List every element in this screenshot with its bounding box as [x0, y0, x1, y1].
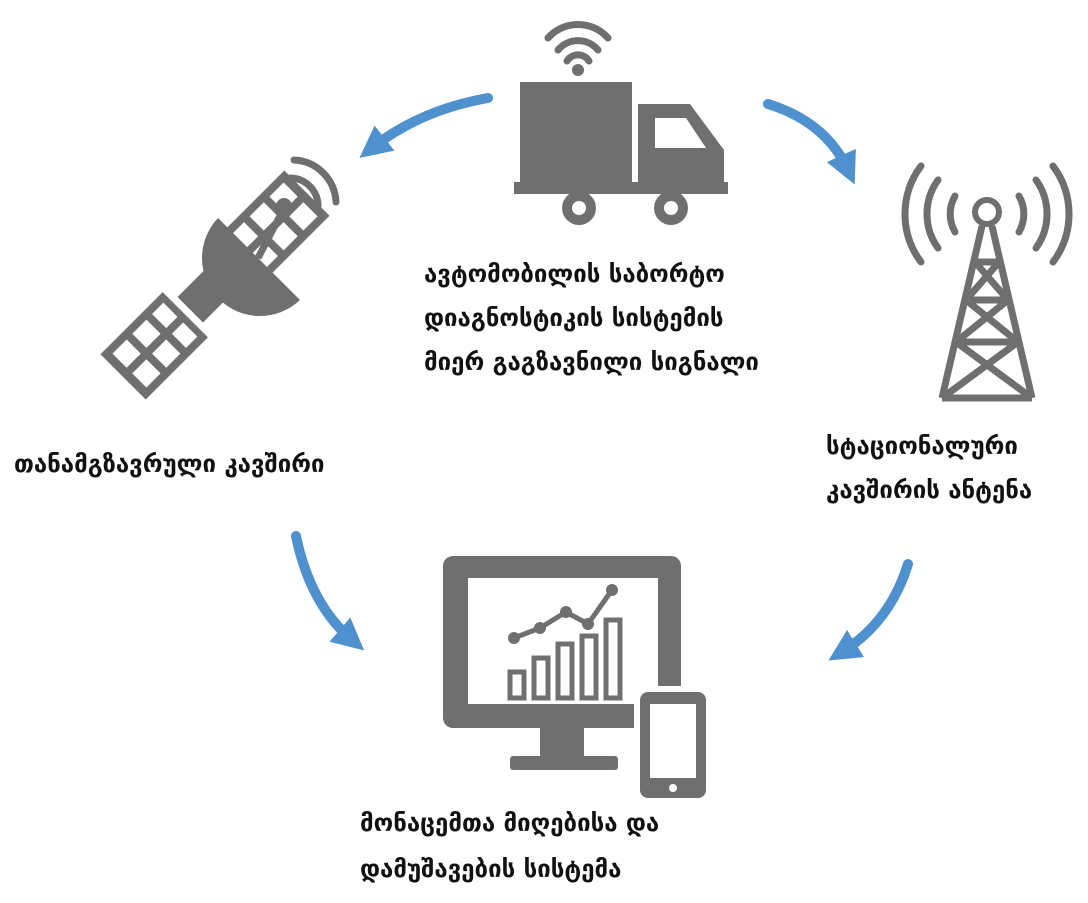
vehicle-label-line: დიაგნოსტიკის სისტემის	[424, 304, 724, 332]
processing-system-label: მონაცემთა მიღებისა და დამუშავების სისტემ…	[360, 800, 659, 892]
satellite-link-label: თანამგზავრული კავშირი	[14, 442, 325, 486]
satellite-dish-icon	[100, 156, 340, 400]
vehicle-diagnostics-label: ავტომობილის საბორტო დიაგნოსტიკის სისტემი…	[424, 252, 759, 384]
arrow-truck-to-satellite	[359, 93, 493, 158]
arrow-tower-to-monitor	[828, 559, 913, 661]
radio-tower-icon	[901, 162, 1073, 402]
arrow-truck-to-tower	[763, 99, 856, 185]
processing-label-line: მონაცემთა მიღებისა და	[360, 809, 660, 837]
antenna-link-label: სტაციონალური კავშირის ანტენა	[826, 424, 1032, 512]
satellite-label-line: თანამგზავრული კავშირი	[14, 450, 325, 478]
antenna-label-line: სტაციონალური	[826, 432, 1018, 460]
arrow-satellite-to-monitor	[291, 531, 365, 651]
vehicle-label-line: ავტომობილის საბორტო	[424, 260, 725, 288]
processing-label-line: დამუშავების სისტემა	[360, 855, 622, 883]
vehicle-label-line: მიერ გაგზავნილი სიგნალი	[424, 348, 759, 376]
tablet-icon	[634, 686, 712, 804]
monitor-chart-icon	[443, 556, 712, 804]
delivery-truck-icon	[514, 21, 728, 225]
wifi-signal-icon	[544, 21, 612, 65]
antenna-label-line: კავშირის ანტენა	[826, 476, 1033, 504]
